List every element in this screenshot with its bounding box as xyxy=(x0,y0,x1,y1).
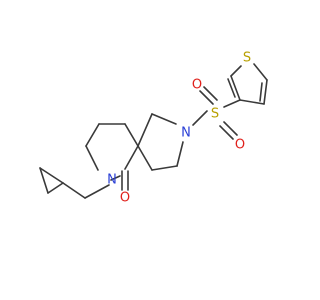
bond xyxy=(124,145,139,170)
pyrrolidine-nitrogen-label: N xyxy=(181,126,191,141)
bond xyxy=(219,125,234,140)
thiophene-sulfur-label: S xyxy=(243,51,251,66)
bond xyxy=(192,110,208,126)
bond xyxy=(85,123,100,147)
atom-labels: N O N S O O S xyxy=(107,51,251,206)
bond xyxy=(223,99,241,108)
bond xyxy=(199,90,214,105)
bond xyxy=(62,182,86,199)
bond xyxy=(230,75,241,101)
bond xyxy=(223,121,238,136)
molecule-diagram: N O N S O O S xyxy=(39,51,268,206)
bond xyxy=(259,82,263,102)
bond xyxy=(84,184,110,199)
carbonyl-oxygen-label: O xyxy=(120,191,130,206)
bond xyxy=(47,182,64,194)
bond xyxy=(203,86,218,101)
sulfonyl-sulfur-label: S xyxy=(211,107,219,122)
bond xyxy=(151,165,178,171)
bond xyxy=(39,167,64,184)
bond xyxy=(137,113,153,147)
lactam-nitrogen-label: N xyxy=(107,173,117,188)
bond xyxy=(176,141,184,167)
bond xyxy=(253,63,268,81)
bonds xyxy=(39,63,268,199)
bond xyxy=(39,167,49,194)
sulfonyl-oxygen-bottom-label: O xyxy=(235,138,245,153)
bond xyxy=(230,65,242,77)
bond xyxy=(110,175,121,181)
bond xyxy=(227,78,236,98)
bond xyxy=(85,145,99,171)
bond xyxy=(263,79,268,105)
bond xyxy=(124,123,139,147)
bond xyxy=(137,145,153,171)
sulfonyl-oxygen-top-label: O xyxy=(192,78,202,93)
bond xyxy=(239,99,265,105)
bond xyxy=(151,113,177,125)
